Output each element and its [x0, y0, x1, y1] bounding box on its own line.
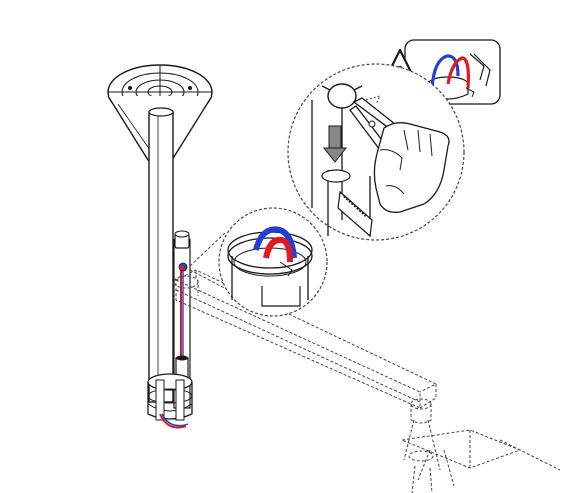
- vertical-pole: [148, 107, 174, 403]
- hand-icon: [373, 122, 450, 213]
- pliers-icon: [349, 97, 402, 151]
- arrow-down-icon: [322, 125, 348, 163]
- bottom-clamp: [147, 373, 193, 429]
- dashed-arm: [173, 269, 561, 493]
- pliers-detail-magnifier: [287, 63, 465, 241]
- inner-tube: [173, 230, 191, 412]
- cable-detail-magnifier: [189, 207, 328, 317]
